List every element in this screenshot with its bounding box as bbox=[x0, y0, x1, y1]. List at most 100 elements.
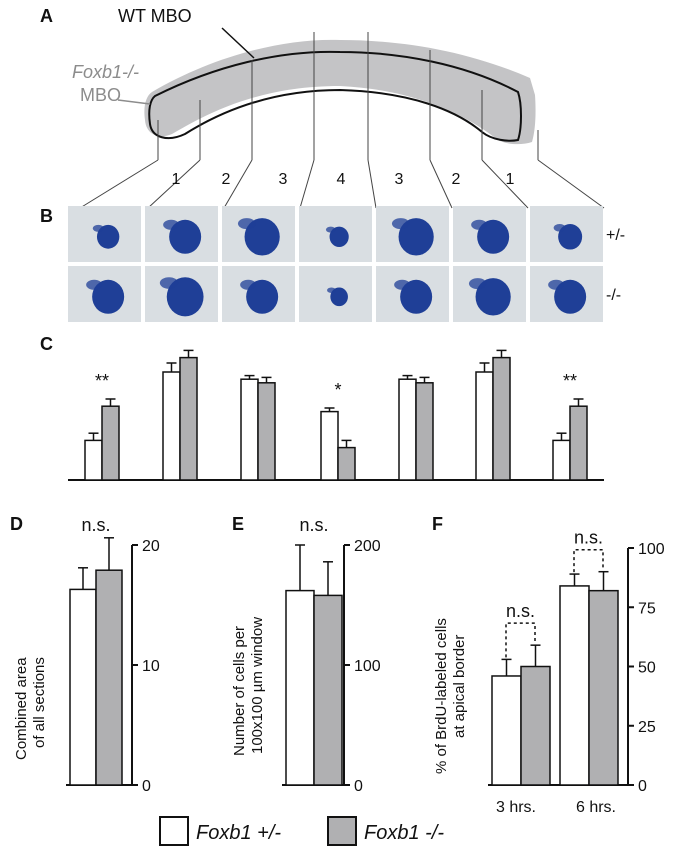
chart-e-ytick-label: 200 bbox=[354, 538, 381, 555]
section-number: 3 bbox=[395, 171, 404, 188]
stain-blob bbox=[400, 279, 433, 314]
chart-e-bar-het bbox=[285, 589, 315, 786]
chart-e-ylabel-line1: Number of cells per bbox=[231, 626, 248, 756]
chart-e-ytick-label: 0 bbox=[354, 778, 363, 795]
chart-d-significance: n.s. bbox=[81, 515, 110, 535]
chart-f-significance-bracket bbox=[573, 548, 604, 573]
chart-e-ylabel: Number of cells per bbox=[231, 626, 248, 756]
chart-d-ylabel-2: of all sections bbox=[31, 657, 48, 748]
panel-letter-f: F bbox=[432, 514, 443, 534]
ko-mbo-label-line2: MBO bbox=[80, 85, 121, 105]
chart-d-bar-het bbox=[69, 588, 97, 786]
legend-label-het: Foxb1 +/- bbox=[196, 822, 281, 844]
section-number: 1 bbox=[172, 171, 181, 188]
stain-blob bbox=[329, 226, 349, 247]
chart-c-bar-ko bbox=[569, 405, 588, 481]
ko-mbo-label-line1: Foxb1-/- bbox=[72, 62, 139, 82]
stain-tract bbox=[325, 226, 336, 233]
chart-f-category-label: 3 hrs. bbox=[496, 799, 536, 816]
chart-c-bar-ko bbox=[101, 405, 120, 481]
chart-c: ***** bbox=[68, 349, 604, 481]
legend-swatch-het bbox=[159, 816, 189, 846]
chart-d-ylabel-line1: Combined area bbox=[13, 657, 30, 760]
chart-e-ylabel-2: 100x100 µm window bbox=[249, 617, 266, 754]
chart-c-bar-ko bbox=[492, 356, 511, 481]
chart-d-ylabel-line2: of all sections bbox=[31, 657, 48, 748]
ko-pointer-line bbox=[117, 99, 151, 105]
chart-c-bar-het bbox=[398, 378, 417, 481]
ko-mbo-shape bbox=[144, 39, 536, 145]
chart-f-significance: n.s. bbox=[506, 601, 535, 621]
chart-f-ytick-label: 75 bbox=[638, 600, 656, 617]
chart-d: 0 10 20 n.s. bbox=[66, 515, 160, 795]
chart-c-bar-ko bbox=[179, 356, 198, 481]
chart-c-bar-het bbox=[320, 410, 339, 481]
chart-c-significance: ** bbox=[563, 371, 577, 391]
stain-blob bbox=[244, 218, 280, 256]
panel-letter-e: E bbox=[232, 514, 244, 534]
chart-c-bar-ko bbox=[257, 382, 276, 481]
wt-pointer-line bbox=[221, 27, 255, 59]
chart-f-category-label: 6 hrs. bbox=[576, 799, 616, 816]
chart-c-bar-het bbox=[84, 439, 103, 481]
panel-letter-c: C bbox=[40, 334, 53, 354]
chart-f-bar-het bbox=[491, 675, 522, 786]
chart-f-significance: n.s. bbox=[574, 528, 603, 548]
legend-swatch-ko bbox=[327, 816, 357, 846]
chart-f-bar-ko bbox=[520, 665, 551, 786]
section-number: 1 bbox=[506, 171, 515, 188]
stain-tract bbox=[553, 224, 566, 232]
chart-c-bar-ko bbox=[337, 446, 356, 481]
stain-blob bbox=[477, 219, 510, 254]
legend-label-ko: Foxb1 -/- bbox=[364, 822, 444, 844]
chart-c-bar-het bbox=[475, 371, 494, 481]
chart-e-ytick-label: 100 bbox=[354, 658, 381, 675]
section-number: 4 bbox=[337, 171, 346, 188]
section-numbers: 1 2 3 4 3 2 1 bbox=[172, 171, 515, 188]
stain-blob bbox=[92, 279, 125, 314]
chart-f-bar-ko bbox=[588, 589, 619, 786]
stain-tract bbox=[548, 279, 565, 290]
chart-f-ylabel-2: at apical border bbox=[451, 635, 468, 738]
chart-e-ylabel-line2: 100x100 µm window bbox=[249, 617, 266, 754]
chart-f-ylabel: % of BrdU-labeled cells bbox=[433, 618, 450, 774]
section-number: 3 bbox=[279, 171, 288, 188]
chart-d-ytick-label: 10 bbox=[142, 658, 160, 675]
stain-tract bbox=[159, 277, 179, 289]
stain-blob bbox=[169, 219, 202, 254]
stain-tract bbox=[86, 279, 103, 290]
chart-f-bar-het bbox=[559, 585, 590, 786]
stain-tract bbox=[391, 218, 410, 230]
row-label-het: +/- bbox=[606, 227, 625, 244]
chart-d-ytick-label: 20 bbox=[142, 538, 160, 555]
chart-f-ytick-label: 25 bbox=[638, 719, 656, 736]
chart-c-bar-het bbox=[240, 378, 259, 481]
chart-d-bar-ko bbox=[95, 569, 123, 786]
chart-d-ytick-label: 0 bbox=[142, 778, 151, 795]
chart-c-bar-ko bbox=[415, 382, 434, 481]
stain-blob bbox=[246, 279, 279, 314]
section-number: 2 bbox=[222, 171, 231, 188]
chart-c-bar-het bbox=[552, 439, 571, 481]
section-guide-lines bbox=[79, 32, 605, 209]
chart-c-significance: ** bbox=[95, 371, 109, 391]
chart-d-ylabel: Combined area bbox=[13, 657, 30, 760]
panel-letter-b: B bbox=[40, 206, 53, 226]
stain-blob bbox=[398, 218, 434, 256]
chart-f-ylabel-line1: % of BrdU-labeled cells bbox=[433, 618, 450, 774]
stain-tract bbox=[471, 219, 488, 230]
panel-letter-d: D bbox=[10, 514, 23, 534]
stain-tract bbox=[237, 218, 256, 230]
stain-blob bbox=[96, 224, 120, 249]
stain-tract bbox=[240, 279, 257, 290]
stain-tract bbox=[468, 278, 487, 290]
chart-f-ytick-label: 100 bbox=[638, 541, 665, 558]
stain-tract bbox=[92, 224, 104, 232]
histology-photo-grid bbox=[68, 206, 603, 322]
chart-f-significance-bracket bbox=[505, 622, 536, 658]
stain-tract bbox=[394, 279, 411, 290]
panel-letter-a: A bbox=[40, 6, 53, 26]
chart-c-bar-het bbox=[162, 371, 181, 481]
